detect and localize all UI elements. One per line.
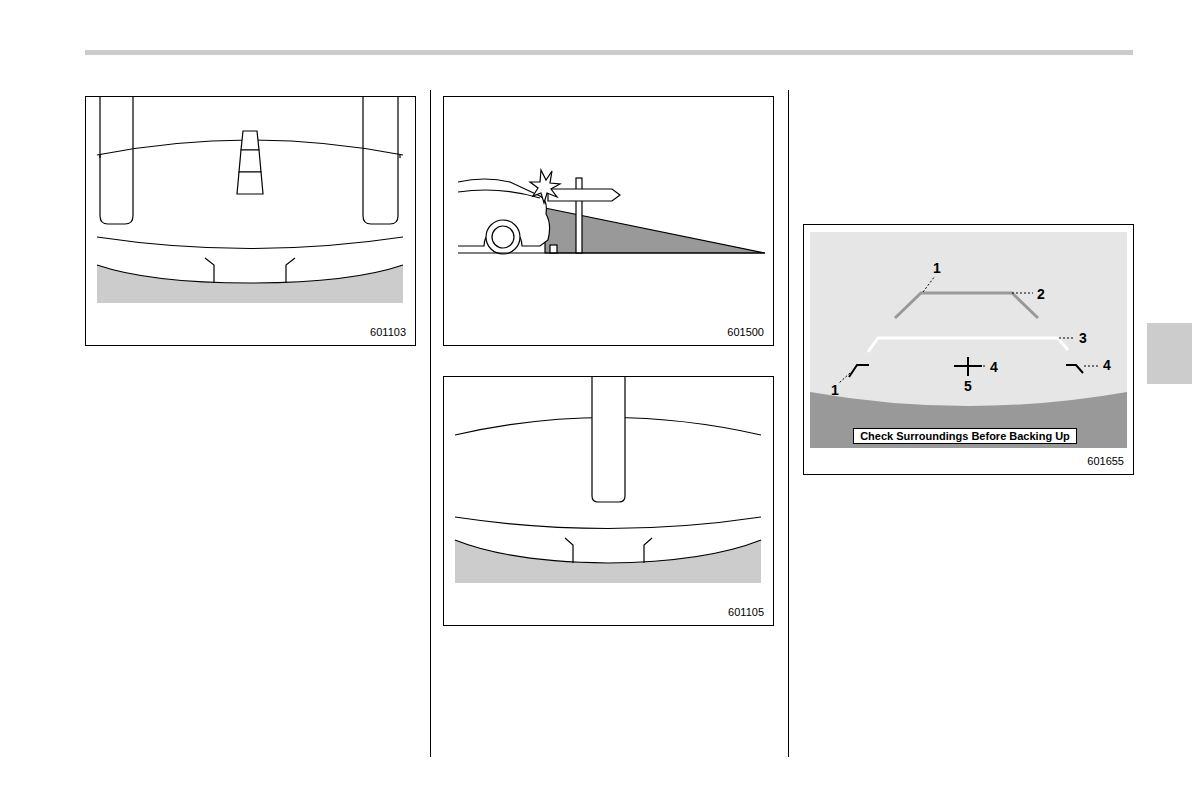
car-side-collision-part — [458, 190, 540, 198]
figure-number: 601103 — [370, 326, 406, 338]
camera-view-two-poles-part — [239, 150, 261, 172]
page-rules-part — [1147, 323, 1192, 384]
callout-number: 5 — [964, 379, 972, 393]
leader-lines-part — [1012, 293, 1033, 294]
page-rules-part — [788, 90, 789, 757]
warning-box: Check Surroundings Before Backing Up — [853, 428, 1077, 444]
callout-number: 1 — [831, 383, 839, 397]
camera-view-two-poles — [97, 96, 403, 303]
camera-view-two-poles-part — [100, 96, 133, 224]
figure-number: 601105 — [728, 606, 764, 618]
page-rules-part — [430, 90, 431, 757]
figure-panel: 601105 — [443, 376, 774, 626]
rear-view-screen-part — [895, 293, 1038, 318]
rear-view-screen-part — [954, 357, 982, 376]
page-rules-part — [85, 50, 1133, 55]
rear-view-screen-part — [849, 365, 869, 377]
page-rules — [85, 50, 1192, 757]
camera-view-one-pole-part — [592, 376, 625, 502]
leader-lines-part — [1084, 366, 1099, 367]
callout-number: 4 — [990, 360, 998, 374]
camera-view-two-poles-part — [286, 258, 295, 283]
leader-lines-part — [839, 373, 850, 383]
figure-number: 601655 — [1087, 455, 1124, 467]
warning-text: Check Surroundings Before Backing Up — [860, 430, 1070, 442]
leader-lines-part — [923, 276, 935, 292]
camera-view-one-pole-part — [455, 540, 761, 563]
callout-number: 3 — [1079, 331, 1087, 345]
figure-panel: 601500 — [443, 96, 774, 346]
leader-lines-part — [983, 366, 986, 367]
callout-number: 4 — [1103, 358, 1111, 372]
car-side-collision — [458, 170, 765, 254]
car-side-collision-part — [550, 245, 557, 253]
rear-view-screen — [810, 232, 1127, 448]
car-side-collision-part — [458, 252, 765, 253]
figure-panel: 601655 Check Surroundings Before Backing … — [803, 224, 1134, 475]
camera-view-two-poles-part — [97, 265, 403, 303]
camera-view-one-pole — [455, 376, 761, 583]
camera-view-one-pole-part — [455, 517, 761, 529]
camera-view-one-pole-part — [455, 540, 761, 583]
figure-panel: 601103 — [85, 96, 416, 346]
camera-view-two-poles-part — [205, 258, 214, 283]
camera-view-two-poles-part — [241, 131, 259, 150]
car-side-collision-part — [530, 170, 560, 203]
callout-number: 2 — [1037, 287, 1045, 301]
camera-view-two-poles-part — [97, 265, 403, 283]
car-side-collision-part — [548, 189, 620, 201]
rear-view-screen-part — [810, 232, 1127, 448]
leader-lines-part — [1059, 338, 1074, 339]
car-side-collision-part — [492, 226, 514, 248]
camera-view-two-poles-part — [363, 96, 398, 224]
car-side-collision-part — [486, 220, 520, 254]
callout-number: 1 — [933, 261, 941, 275]
leader-lines — [839, 276, 1099, 383]
camera-view-two-poles-part — [237, 172, 263, 194]
figure-number: 601500 — [727, 326, 764, 338]
camera-view-one-pole-part — [644, 538, 652, 563]
rear-view-screen-part — [868, 338, 1068, 352]
rear-view-screen-part — [1066, 365, 1083, 373]
camera-view-two-poles-part — [97, 237, 403, 249]
rear-view-screen-part — [810, 392, 1127, 448]
camera-view-one-pole-part — [565, 538, 573, 563]
